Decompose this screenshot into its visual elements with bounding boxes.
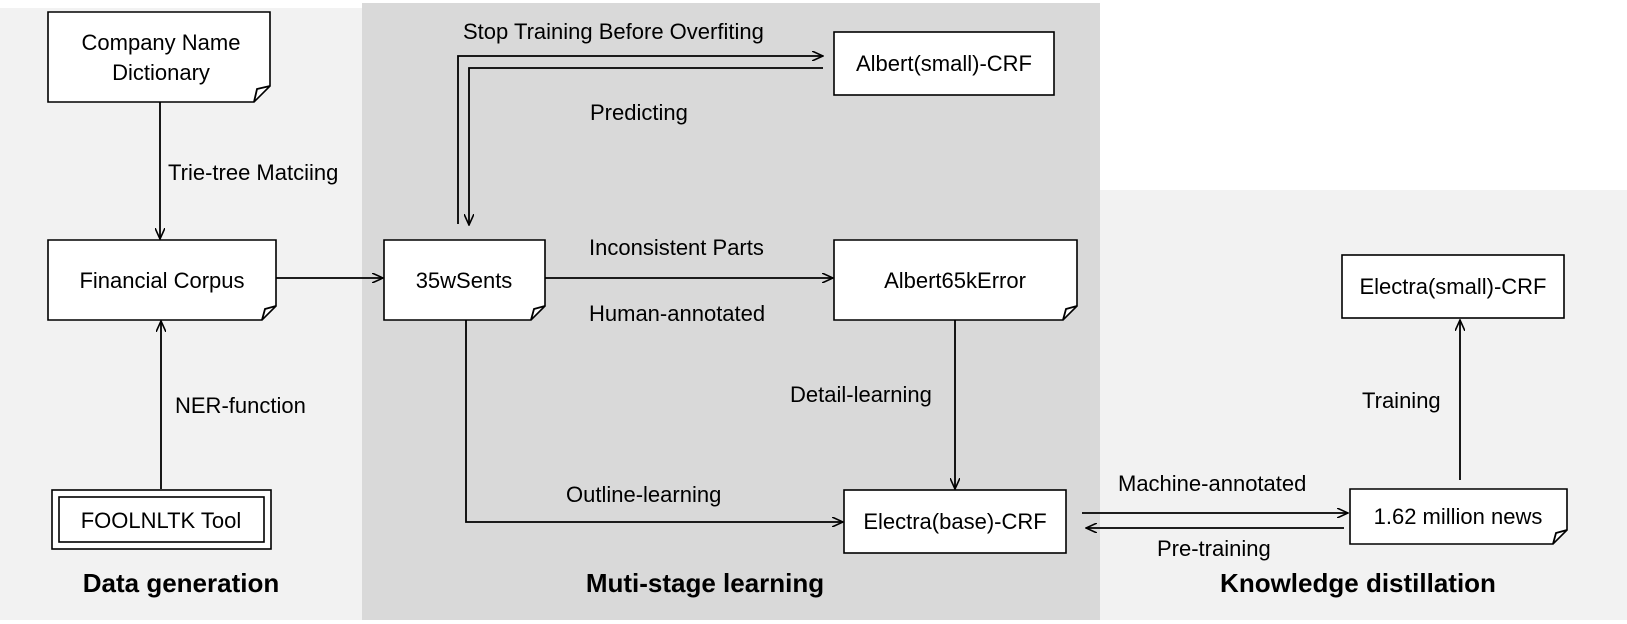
edge-machine-annotated-label: Machine-annotated	[1118, 471, 1306, 496]
edge-outline-learning	[465, 320, 843, 522]
node-35wsents: 35wSents	[383, 239, 546, 321]
node-albert65kerror-label: Albert65kError	[884, 268, 1026, 293]
node-electra-base-crf-label: Electra(base)-CRF	[863, 509, 1046, 534]
node-foolnltk-tool: FOOLNLTK Tool	[51, 489, 272, 550]
section-title-data-generation: Data generation	[83, 568, 280, 598]
edge-trie-tree-label: Trie-tree Matciing	[168, 160, 338, 185]
node-electra-small-crf-label: Electra(small)-CRF	[1360, 274, 1547, 299]
edge-outline-learning-label: Outline-learning	[566, 482, 721, 507]
node-albert-small-crf: Albert(small)-CRF	[833, 31, 1055, 96]
node-albert65kerror: Albert65kError	[833, 239, 1078, 321]
node-company-name-dictionary-line2: Dictionary	[112, 60, 210, 85]
edge-stop-training-label: Stop Training Before Overfiting	[463, 19, 764, 44]
node-electra-small-crf: Electra(small)-CRF	[1341, 254, 1565, 319]
edge-human-annotated-label: Human-annotated	[589, 301, 765, 326]
edge-ner-function-label: NER-function	[175, 393, 306, 418]
node-company-name-dictionary: Company Name Dictionary	[47, 11, 271, 103]
node-35wsents-label: 35wSents	[416, 268, 513, 293]
edge-pre-training-label: Pre-training	[1157, 536, 1271, 561]
section-title-multi-stage-learning: Muti-stage learning	[586, 568, 824, 598]
node-financial-corpus-label: Financial Corpus	[79, 268, 244, 293]
node-1-62-million-news-label: 1.62 million news	[1374, 504, 1543, 529]
edge-training-label: Training	[1362, 388, 1441, 413]
node-financial-corpus: Financial Corpus	[47, 239, 277, 321]
node-company-name-dictionary-line1: Company Name	[82, 30, 241, 55]
edge-inconsistent-parts-label: Inconsistent Parts	[589, 235, 764, 260]
section-title-knowledge-distillation: Knowledge distillation	[1220, 568, 1496, 598]
node-foolnltk-tool-label: FOOLNLTK Tool	[81, 508, 242, 533]
edge-stop-training	[457, 56, 823, 224]
node-electra-base-crf: Electra(base)-CRF	[843, 489, 1067, 554]
node-albert-small-crf-label: Albert(small)-CRF	[856, 51, 1032, 76]
edge-predicting	[469, 67, 823, 225]
edge-detail-learning-label: Detail-learning	[790, 382, 932, 407]
edge-predicting-label: Predicting	[590, 100, 688, 125]
node-1-62-million-news: 1.62 million news	[1349, 488, 1568, 545]
